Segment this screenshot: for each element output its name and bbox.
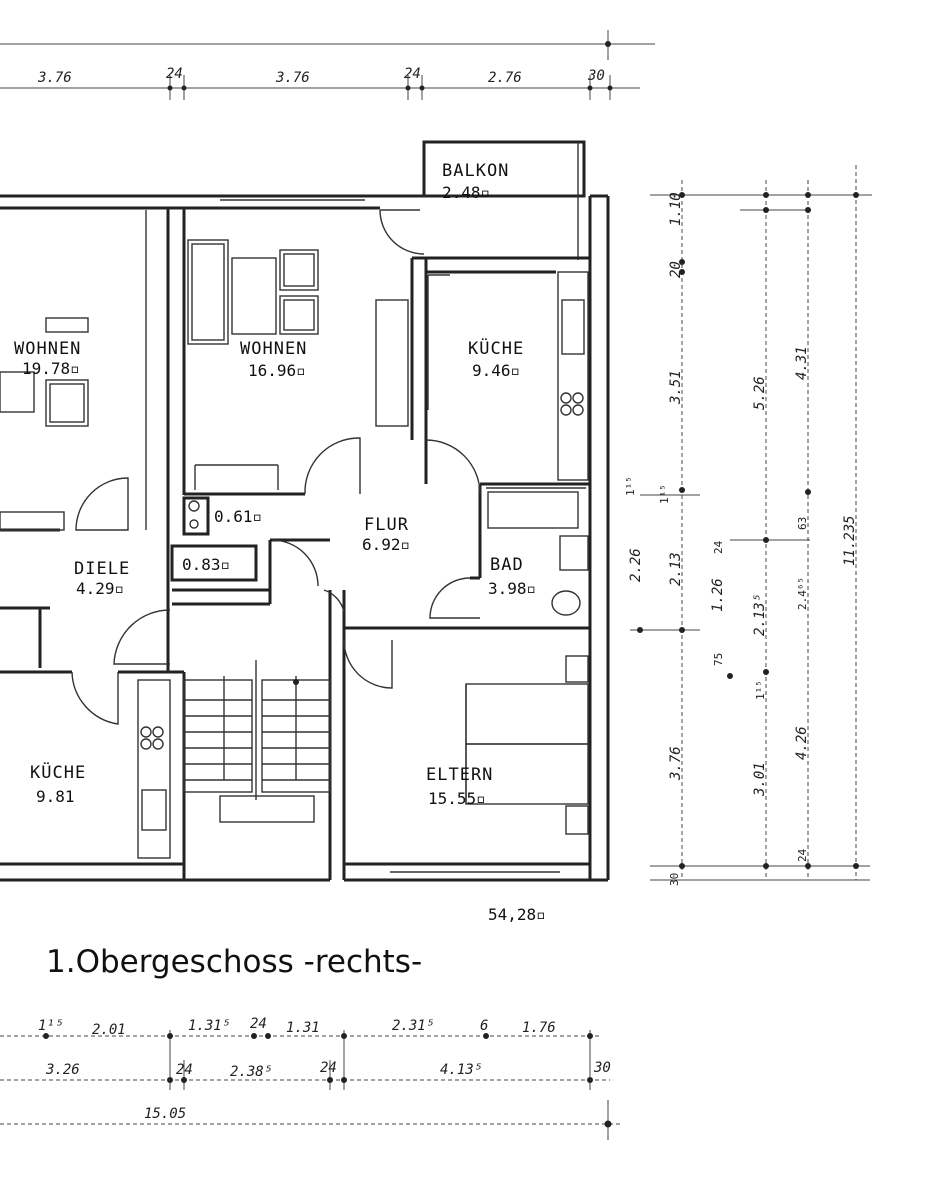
room-labels: BALKON 2.48▫ WOHNEN 19.78▫ WOHNEN 16.96▫… [14,161,536,808]
top-dimension-lines: 3.76 24 3.76 24 2.76 30 [0,30,655,100]
walls [0,140,610,882]
room-area-wohnen: 16.96▫ [248,361,306,380]
dim-right-20: 2.4⁶⁵ [796,577,809,610]
dim-right-15: 75 [712,653,725,666]
dim-right-22: 24 [712,540,725,554]
closet-area-1: 0.61▫ [214,507,262,526]
dim-bottom2-1: 3.26 [45,1062,80,1078]
dim-top-1: 3.76 [37,70,72,86]
dim-top-4: 24 [404,66,421,82]
dim-bottom2-4: 24 [320,1060,337,1076]
dim-bottom1-8: 1.76 [522,1020,556,1036]
dim-bottom1-7: 6 [480,1018,488,1034]
right-dimension-lines: 1.10 20 3.51 1¹⁵ 2.26 2.13 1¹⁵ 3.76 3.01… [624,165,872,886]
dim-bottom1-6: 2.31⁵ [392,1018,434,1034]
dim-right-17: 4.26 [794,726,810,760]
dim-right-19: 11.235 [842,515,858,566]
dim-bottom1-1: 1¹⁵ [38,1018,63,1034]
room-name-diele: DIELE [74,559,130,579]
dim-bottom1-4: 24 [250,1016,267,1032]
room-area-wohnen-left: 19.78▫ [22,359,80,378]
dim-right-5: 2.26 [628,548,644,582]
dim-right-3: 3.51 [668,370,684,405]
stairwell [183,660,331,823]
room-name-kueche-left: KÜCHE [30,761,86,783]
room-area-eltern: 15.55▫ [428,789,486,808]
room-name-bad: BAD [490,555,524,575]
room-name-eltern: ELTERN [426,765,493,785]
dim-bottom1-3: 1.31⁵ [188,1018,230,1034]
dim-right-6: 2.13 [668,552,684,586]
room-name-kueche-top: KÜCHE [468,337,524,359]
total-area: 54,28▫ [488,905,546,924]
dim-right-8: 3.76 [668,746,684,781]
dim-right-16: 1¹⁵ [754,680,767,700]
dim-right-4: 1¹⁵ [624,476,637,496]
dim-right-1: 1.10 [668,192,684,226]
dim-top-2: 24 [166,66,183,82]
dim-right-9: 3.01 [752,762,768,797]
doors [71,209,481,725]
room-name-wohnen: WOHNEN [240,339,307,359]
dim-right-21: 63 [796,517,809,530]
room-area-kueche-left: 9.81 [36,787,75,806]
dim-right-13: 1.26 [710,578,726,612]
dim-bottom1-2: 2.01 [92,1022,126,1038]
room-area-flur: 6.92▫ [362,535,410,554]
room-area-diele: 4.29▫ [76,579,124,598]
dim-bottom2-6: 30 [593,1060,611,1076]
room-name-flur: FLUR [364,515,409,535]
closet-area-2: 0.83▫ [182,555,230,574]
furniture [0,239,589,835]
bottom-dimension-lines: 1¹⁵ 2.01 1.31⁵ 24 1.31 2.31⁵ 6 1.76 3.26… [0,1016,620,1140]
dim-right-7: 1¹⁵ [658,484,671,504]
floor-title: 1.Obergeschoss -rechts- [46,944,423,980]
dim-right-11: 5.26 [752,376,768,410]
dim-bottom3-1: 15.05 [144,1106,186,1122]
dim-bottom2-3: 2.38⁵ [230,1064,272,1080]
room-area-balkon: 2.48▫ [442,183,490,202]
dim-bottom2-2: 24 [176,1062,193,1078]
dim-right-2: 20 [668,261,684,278]
dim-top-3: 3.76 [275,70,310,86]
dim-top-5: 2.76 [488,70,522,86]
dim-right-10: 30 [668,873,681,886]
dim-right-14: 2.13⁵ [752,594,768,636]
dim-bottom2-5: 4.13⁵ [440,1062,482,1078]
room-area-bad: 3.98▫ [488,579,536,598]
room-area-kueche-top: 9.46▫ [472,361,520,380]
room-name-balkon: BALKON [442,161,509,181]
dim-right-18: 24 [796,848,809,862]
dim-bottom1-5: 1.31 [286,1020,320,1036]
dim-right-12: 4.31 [794,346,810,380]
room-name-wohnen-left: WOHNEN [14,339,81,359]
dim-top-6: 30 [587,68,605,84]
